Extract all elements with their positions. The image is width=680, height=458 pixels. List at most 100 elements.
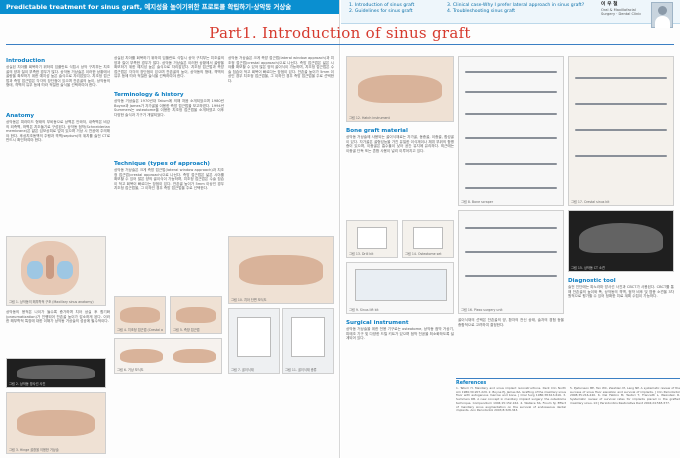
figure-4-caption: 그림 4. 치조정 접근법 (Crestal approach)	[117, 328, 163, 332]
technique-body: 상악동 거상술은 크게 측방 접근법(lateral window approa…	[114, 168, 224, 191]
left-column-1: Introduction 상실된 치아를 회복하기 위하여 임플란트 식립시 상…	[6, 56, 110, 178]
terminology-body: 상악동 거상술은 1970년대 Tatum에 의해 처음 소개되었으며 1980…	[114, 99, 224, 117]
figure-16-caption: 그림 16. Piezo surgery unit	[461, 308, 503, 312]
instrument-6	[465, 187, 557, 189]
left-column-2: 상실된 치아를 회복하기 위하여 임플란트 식립시 상악 구치부는 치조골의 양…	[114, 56, 224, 244]
elevation-illustration-b	[173, 348, 216, 364]
part-title: Part1. Introduction of sinus graft	[209, 24, 471, 42]
drill-1	[575, 77, 667, 79]
instrument-2	[465, 91, 557, 93]
toc-item-4: 4. Troubleshooting sinus graft	[447, 9, 516, 15]
toc-item-3: 3. Clinical case-Why I prefer lateral ap…	[447, 3, 585, 8]
instrument-figure: 그림 8. Bone scraper	[458, 56, 564, 206]
surgical-kit-figure: 그림 9. Sinus lift kit	[346, 262, 454, 314]
right-column-3: Diagnostic tool 술전 진단에는 파노라마 방사선 사진과 CBC…	[568, 276, 674, 369]
bone-graft-body: 상악동 거상술에 사용되는 골이식재로는 자가골, 동종골, 이종골, 합성골이…	[346, 135, 454, 153]
figure-5-caption: 그림 5. 측방 접근법	[173, 328, 200, 332]
elevator-figure: 그림 16. Piezo surgery unit	[458, 210, 564, 314]
xray-shape	[16, 364, 96, 379]
left-column-3: 상악동 거상술은 크게 측방 접근법(lateral window approa…	[228, 56, 334, 230]
toc-item-1: 1. Introduction of sinus graft	[349, 3, 415, 8]
left-page: Predictable treatment for sinus graft, 예…	[0, 0, 340, 458]
left-column-1-lower: 상악동의 용적은 나이가 들수록 증가하며 치아 상실 후 함기화(pneuma…	[6, 310, 110, 354]
graft-material-figure: 그림 13. Drill kit	[346, 220, 398, 258]
sinus-diagram-figure: 그림 12. Hatch instrument	[346, 56, 454, 122]
introduction-body: 상실된 치아를 회복하기 위하여 임플란트 식립시 상악 구치부는 치조골의 양…	[6, 65, 110, 88]
figure-8-caption: 그림 8. Bone scraper	[461, 200, 494, 204]
figure-3-caption: 그림 3. Hinge 골창을 이용한 거상술	[9, 448, 59, 452]
header-banner: Predictable treatment for sinus graft, 예…	[0, 0, 339, 14]
elevator-1	[465, 227, 557, 229]
figure-11-caption: 그림 11. 골이식재 종류	[285, 368, 317, 372]
bone-graft-heading: Bone graft material	[346, 128, 408, 134]
figure-10-caption: 그림 10. 치아 단면 모식도	[231, 298, 267, 302]
left-sinus-illustration	[27, 261, 43, 279]
graft-package-2	[291, 317, 325, 357]
figure-6-caption: 그림 6. 거상 모식도	[117, 368, 144, 372]
author-name: 이 우 철	[601, 2, 618, 7]
bone-graft-continued: 골이식재의 선택은 잔존골의 양, 환자의 전신 상태, 술자의 경험 등을 종…	[458, 318, 564, 327]
references-columns: 1. Tatum H. Maxillary and sinus implant …	[456, 387, 680, 453]
graft-material-figure-2: 그림 14. Osteotome set	[402, 220, 454, 258]
author-block: 이 우 철 Oral & Maxillofacial Surgery · Den…	[601, 2, 647, 17]
drill-3	[575, 129, 667, 131]
graft-jar-2	[413, 227, 443, 249]
references-col-2: 5. Pjetursson BE, Tan WC, Zwahlen M, Lan…	[570, 387, 680, 405]
anatomy-body: 상악동은 피라미드 형태의 부비동으로 상벽은 안와저, 내측벽은 비강의 외측…	[6, 120, 110, 143]
references-heading: References	[456, 381, 487, 386]
lateral-illustration	[176, 307, 216, 323]
instrument-1	[465, 71, 557, 73]
figure-15-caption: 그림 15. 상악동 CT 소견	[571, 266, 605, 270]
right-sinus-illustration	[57, 261, 73, 279]
right-column-1-lower: Surgical instrument 상악동 거상술을 위한 전용 기구로는 …	[346, 318, 454, 379]
crestal-figure: 그림 4. 치조정 접근법 (Crestal approach)	[114, 296, 166, 334]
author-avatar	[651, 2, 673, 28]
graft-package	[237, 317, 271, 357]
instrument-5	[465, 163, 557, 165]
terminology-heading: Terminology & history	[114, 92, 184, 98]
bone-graft-figure-2: 그림 11. 골이식재 종류	[282, 308, 334, 374]
introduction-continued: 상실된 치아를 회복하기 위하여 임플란트 식립시 상악 구치부는 치조골의 양…	[114, 56, 224, 79]
figure-17-caption: 그림 17. Crestal sinus kit	[571, 200, 610, 204]
author-info: Oral & Maxillofacial Surgery · Dental Cl…	[601, 7, 642, 17]
figure-13-caption: 그림 13. Drill kit	[349, 252, 374, 256]
technique-heading: Technique (types of approach)	[114, 161, 210, 167]
header-banner-text: Predictable treatment for sinus graft, 예…	[6, 3, 292, 11]
ct-figure: 그림 15. 상악동 CT 소견	[568, 210, 674, 272]
elevator-2	[465, 251, 557, 253]
toc-item-2: 2. Guidelines for sinus graft	[349, 9, 413, 15]
nasal-cavity-illustration	[46, 255, 54, 279]
instrument-3	[465, 113, 557, 115]
hinge-figure: 그림 3. Hinge 골창을 이용한 거상술	[6, 392, 106, 454]
sinus-diagram-illustration	[357, 74, 443, 104]
technique-continued: 상악동 거상술은 크게 측방 접근법(lateral window approa…	[228, 56, 334, 83]
figure-12-caption: 그림 12. Hatch instrument	[349, 116, 390, 120]
figure-7-caption: 그림 7. 골이식재	[231, 368, 254, 372]
jaw-illustration	[16, 409, 96, 437]
right-column-1: Bone graft material 상악동 거상술에 사용되는 골이식재로는…	[346, 126, 454, 211]
surgical-body: 상악동 거상술을 위한 전용 기구로는 osteotome, 상악동 점막 거상…	[346, 327, 454, 341]
surgical-heading: Surgical instrument	[346, 320, 409, 326]
references-col-1: 1. Tatum H. Maxillary and sinus implant …	[456, 387, 566, 413]
sinus-section-illustration	[239, 255, 323, 285]
diagnostic-heading: Diagnostic tool	[568, 278, 616, 284]
introduction-heading: Introduction	[6, 58, 46, 64]
elevator-3	[465, 275, 557, 277]
elevation-diagram-figure: 그림 6. 거상 모식도	[114, 338, 222, 374]
anatomy-figure: 그림 1. 상악동의 해부학적 구조 (Maxillary sinus anat…	[6, 236, 106, 306]
lateral-figure: 그림 5. 측방 접근법	[170, 296, 222, 334]
toc-banner: 1. Introduction of sinus graft 2. Guidel…	[341, 0, 680, 28]
bone-graft-figure: 그림 7. 골이식재	[228, 308, 280, 374]
anatomy-continued: 상악동의 용적은 나이가 들수록 증가하며 치아 상실 후 함기화(pneuma…	[6, 310, 110, 324]
drill-2	[575, 103, 667, 105]
figure-14-caption: 그림 14. Osteotome set	[405, 252, 442, 256]
graft-jar	[357, 227, 387, 249]
drill-kit-figure: 그림 17. Crestal sinus kit	[568, 56, 674, 206]
instrument-4	[465, 137, 557, 139]
title-rule	[6, 44, 674, 45]
drill-4	[575, 155, 667, 157]
toc-right: 3. Clinical case-Why I prefer lateral ap…	[447, 3, 584, 16]
figure-9-caption: 그림 9. Sinus lift kit	[349, 308, 379, 312]
figure-1-caption: 그림 1. 상악동의 해부학적 구조 (Maxillary sinus anat…	[9, 300, 94, 304]
